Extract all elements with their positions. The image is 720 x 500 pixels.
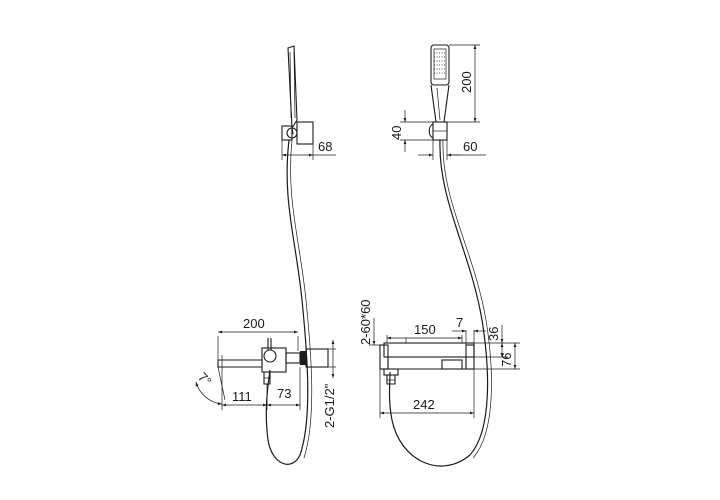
mixer-side	[217, 338, 336, 385]
mixer-front	[379, 338, 475, 385]
label-mixer-offset: 7	[456, 315, 463, 330]
dim-holder-depth: 60	[418, 139, 486, 160]
label-holder-height: 40	[389, 126, 404, 140]
dim-mixer-width: 242	[379, 369, 475, 418]
label-holder-depth: 60	[463, 139, 477, 154]
front-view: 200 40 60	[358, 44, 520, 467]
label-axis-to-outlet: 73	[277, 386, 291, 401]
label-connection-thread: 2-G1/2"	[322, 383, 337, 428]
label-eccentric-connections: 2-60*60	[358, 299, 373, 345]
label-tilt-angle: 7°	[195, 369, 214, 388]
spray-nozzles	[434, 52, 446, 74]
dim-centers-distance: 150	[386, 322, 463, 343]
dim-eccentric-connections: 2-60*60	[358, 299, 380, 346]
dim-handshower-length: 200	[447, 44, 480, 123]
dim-tilt-angle: 7°	[195, 366, 226, 406]
handshower-side	[287, 45, 298, 135]
dim-mixer-offset: 7	[452, 315, 486, 345]
label-centers-distance: 150	[414, 322, 436, 337]
label-mixer-height-small: 36	[486, 327, 501, 341]
wall-holder-front	[428, 121, 448, 141]
dim-mixer-heights: 36 76	[474, 325, 520, 370]
label-wall-to-axis: 111	[232, 389, 252, 404]
dim-connection-thread: 2-G1/2"	[322, 340, 337, 428]
hose-side	[265, 139, 309, 465]
label-mixer-width: 242	[413, 397, 435, 412]
label-holder-width: 68	[318, 139, 332, 154]
wall-holder-side	[281, 121, 314, 160]
dim-spout-length: 200	[217, 316, 299, 360]
dim-holder-width: 68	[282, 139, 336, 157]
label-handshower-length: 200	[459, 71, 474, 93]
dim-horizontal-offsets: 111 73	[221, 367, 301, 410]
hose-front	[388, 139, 489, 467]
handshower-front	[430, 44, 450, 123]
dim-holder-height: 40	[389, 110, 433, 152]
label-spout-length: 200	[243, 316, 265, 331]
label-mixer-height: 76	[499, 353, 514, 367]
side-view: 68	[195, 45, 337, 465]
